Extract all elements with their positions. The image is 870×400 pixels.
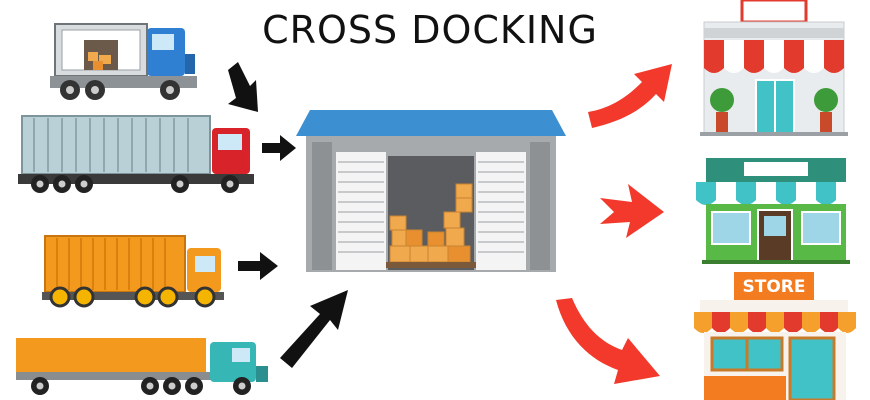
flatbed-trailer-icon	[16, 338, 268, 395]
inbound-arrow-icon	[280, 290, 348, 368]
diagram-title: CROSS DOCKING	[262, 8, 598, 52]
inbound-arrow-icon	[228, 62, 258, 112]
outbound-arrow-icon	[556, 298, 660, 384]
orange-store-icon: STORE	[694, 272, 856, 400]
outbound-arrows	[556, 64, 672, 384]
red-awning-store-icon	[700, 0, 848, 136]
green-store-icon	[696, 158, 856, 264]
orange-container-truck-icon	[42, 235, 224, 308]
outbound-arrow-icon	[600, 184, 664, 238]
inbound-arrow-icon	[238, 252, 278, 280]
inbound-arrow-icon	[262, 135, 296, 161]
store-sign-text: STORE	[743, 277, 806, 297]
outbound-arrow-icon	[588, 64, 672, 128]
box-truck-icon	[50, 23, 197, 100]
container-truck-icon	[18, 115, 254, 193]
cargo-boxes	[386, 183, 476, 268]
warehouse-icon	[296, 110, 566, 272]
inbound-arrows	[228, 62, 348, 368]
